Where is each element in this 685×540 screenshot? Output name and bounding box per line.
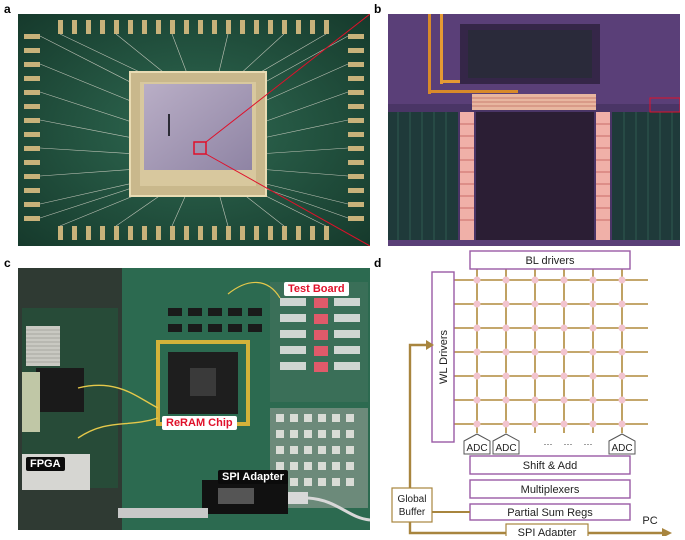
- test-setup-photo: [18, 268, 370, 530]
- multiplexers-box: [469, 479, 631, 499]
- adc-block-1: [463, 433, 491, 455]
- spi-to-pc-arrowhead: [662, 528, 672, 536]
- adc-label-3: ADC: [611, 443, 632, 454]
- panel-label-a: a: [4, 2, 11, 16]
- label-test-board: Test Board: [284, 282, 349, 296]
- adc-block-3: [608, 433, 636, 455]
- label-fpga: FPGA: [26, 457, 65, 471]
- shift-add-box: [469, 455, 631, 475]
- panel-label-c: c: [4, 256, 11, 270]
- buffer-to-wl-arrowhead: [426, 340, 434, 350]
- buffer-to-wl-arrow: [408, 343, 426, 488]
- panel-label-d: d: [374, 256, 382, 270]
- global-buffer-label-1: Global: [398, 494, 427, 505]
- global-buffer-box: [391, 487, 433, 523]
- adc-label-2: ADC: [495, 443, 516, 454]
- bl-drivers-label: BL drivers: [525, 255, 575, 267]
- partial-sum-regs-label: Partial Sum Regs: [507, 507, 593, 519]
- adc-ellipsis-1: ···: [544, 439, 553, 449]
- crossbar-cells: [473, 276, 626, 428]
- multiplexers-label: Multiplexers: [521, 484, 580, 496]
- panel-label-b: b: [374, 2, 382, 16]
- adc-ellipsis-2: ···: [564, 439, 573, 449]
- global-buffer-label-2: Buffer: [399, 507, 426, 518]
- spi-adapter-box: [505, 523, 589, 536]
- bl-drivers-box: [469, 250, 631, 270]
- adc-ellipsis-3: ···: [584, 439, 593, 449]
- chip-package-photo: [18, 14, 370, 246]
- pc-label: PC: [642, 515, 657, 527]
- wl-drivers-label: WL Drivers: [438, 330, 450, 384]
- label-spi-adapter: SPI Adapter: [218, 470, 288, 484]
- wl-drivers-box: [431, 271, 455, 443]
- label-reram-chip: ReRAM Chip: [162, 416, 237, 430]
- adc-label-1: ADC: [466, 443, 487, 454]
- adc-block-2: [492, 433, 520, 455]
- reram-architecture-diagram: BL drivers WL Drivers ADC ADC ··· ··· ··…: [391, 250, 672, 536]
- die-micrograph: [388, 14, 680, 246]
- spi-adapter-label: SPI Adapter: [518, 527, 577, 536]
- shift-add-label: Shift & Add: [523, 460, 577, 472]
- adc-row: ADC ADC ··· ··· ··· ADC: [463, 433, 636, 455]
